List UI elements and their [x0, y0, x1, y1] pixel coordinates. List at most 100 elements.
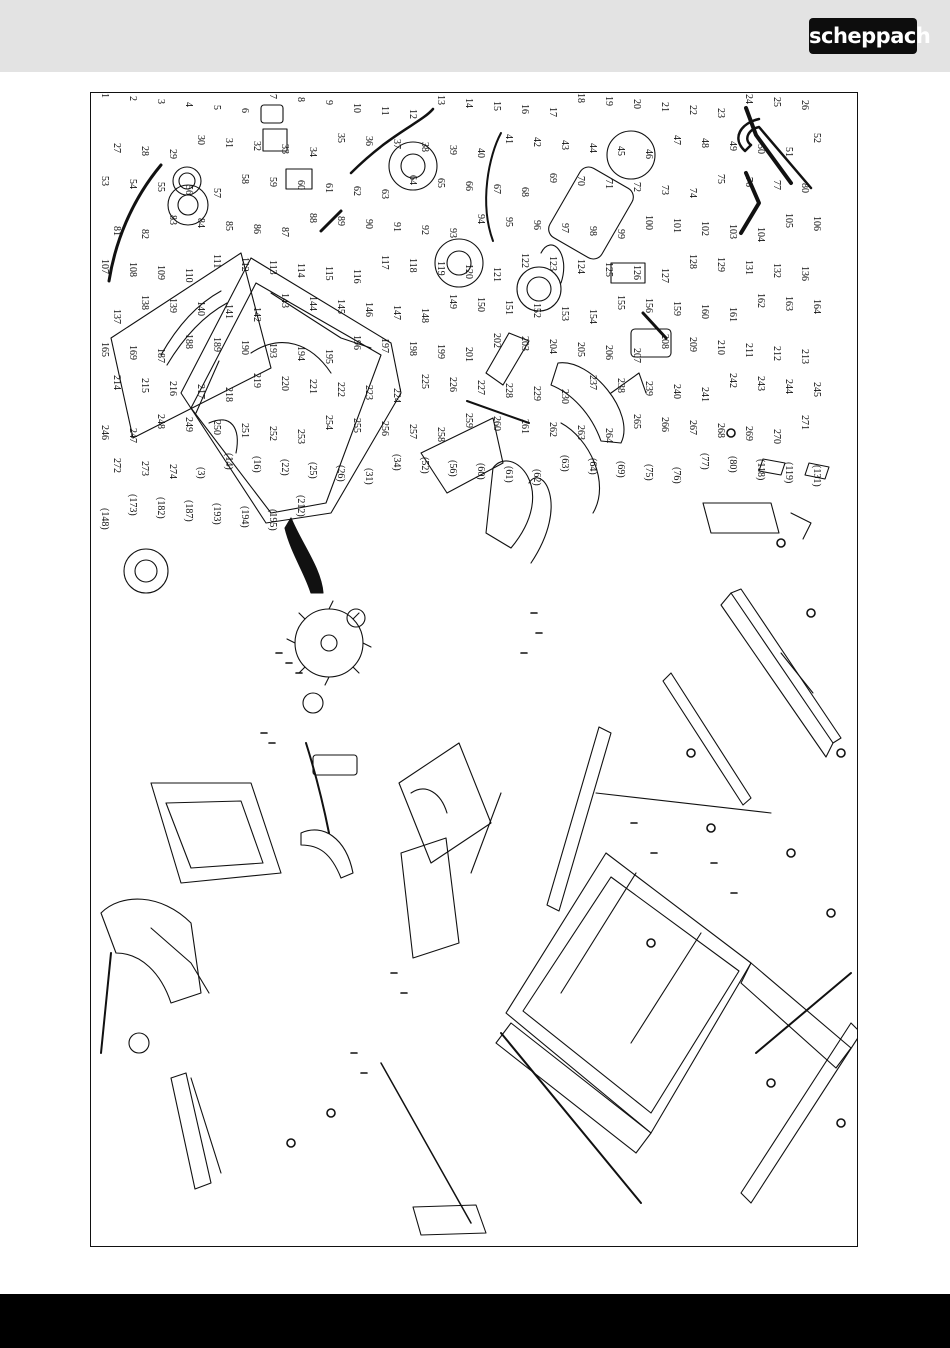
part-number-label: 207 — [631, 348, 642, 363]
part-number-label: 95 — [503, 217, 514, 227]
part-number-label: 266 — [659, 417, 670, 432]
part-number-label: 267 — [687, 420, 698, 435]
part-number-label: 217 — [195, 384, 206, 399]
part-number-label: 220 — [279, 376, 290, 391]
part-number-label: 65 — [435, 178, 446, 188]
saw-blade — [286, 600, 372, 714]
part-number-label: 63 — [379, 189, 390, 199]
part-number-label: 214 — [111, 375, 122, 390]
part-number-label: 153 — [559, 306, 570, 321]
part-number-label: (31) — [363, 468, 374, 485]
part-number-label: 11 — [379, 106, 390, 116]
part-number-label: 244 — [783, 379, 794, 394]
part-number-label: 88 — [307, 213, 318, 223]
part-number-label: 98 — [587, 226, 598, 236]
part-number-label: 216 — [167, 381, 178, 396]
part-number-label: 210 — [715, 340, 726, 355]
part-number-label: 195 — [323, 349, 334, 364]
part-number-label: 82 — [139, 229, 150, 239]
part-number-label: 108 — [127, 262, 138, 277]
part-number-label: 257 — [407, 424, 418, 439]
part-number-label: 106 — [811, 216, 822, 231]
part-number-label: (25) — [307, 462, 318, 479]
part-number-label: 53 — [99, 176, 110, 186]
part-number-label: 254 — [323, 415, 334, 430]
part-number-label: 94 — [475, 214, 486, 224]
part-number-label: 96 — [531, 220, 542, 230]
part-number-label: 161 — [727, 307, 738, 322]
part-number-label: 62 — [351, 186, 362, 196]
part-number-label: 87 — [279, 227, 290, 237]
part-number-label: 71 — [603, 179, 614, 189]
part-number-label: 141 — [223, 304, 234, 319]
part-number-label: 50 — [755, 144, 766, 154]
part-number-label: 3 — [155, 99, 166, 104]
part-number-label: 240 — [671, 384, 682, 399]
part-number-label: 131 — [743, 260, 754, 275]
part-number-label: 1 — [99, 93, 110, 98]
part-number-label: 261 — [519, 419, 530, 434]
part-number-label: 59 — [267, 177, 278, 187]
part-number-label: 58 — [239, 174, 250, 184]
part-number-label: (34) — [391, 454, 402, 471]
part-number-label: (195) — [267, 509, 278, 531]
part-number-label: 47 — [671, 135, 682, 145]
part-number-label: 265 — [631, 414, 642, 429]
part-number-label: 8 — [295, 97, 306, 102]
part-number-label: 189 — [211, 337, 222, 352]
part-number-label: 38 — [419, 142, 430, 152]
part-number-label: 26 — [799, 100, 810, 110]
part-number-label: 150 — [475, 297, 486, 312]
part-number-label: 198 — [407, 341, 418, 356]
part-number-label: 262 — [547, 422, 558, 437]
part-number-label: 89 — [335, 216, 346, 226]
part-number-label: 137 — [111, 309, 122, 324]
part-number-label: 272 — [111, 458, 122, 473]
part-number-label: 107 — [99, 259, 110, 274]
part-number-label: 258 — [435, 427, 446, 442]
part-number-label: 194 — [295, 346, 306, 361]
part-number-label: 238 — [615, 378, 626, 393]
part-number-label: 241 — [699, 387, 710, 402]
part-number-label: 271 — [799, 415, 810, 430]
part-number-label: 97 — [559, 223, 570, 233]
exploded-parts-drawing — [100, 104, 857, 1236]
part-number-label: 17 — [547, 107, 558, 117]
part-number-label: 104 — [755, 227, 766, 242]
part-number-label: 20 — [631, 99, 642, 109]
part-number-label: 115 — [323, 266, 334, 281]
part-number-label: 66 — [463, 181, 474, 191]
part-number-label: 143 — [279, 293, 290, 308]
part-number-label: 162 — [755, 293, 766, 308]
part-number-label: 253 — [295, 429, 306, 444]
part-number-label: 209 — [687, 337, 698, 352]
part-number-label: 29 — [167, 149, 178, 159]
part-number-label: 218 — [223, 387, 234, 402]
page-header: scheppach — [0, 0, 950, 72]
part-number-label: 138 — [139, 295, 150, 310]
part-number-label: 91 — [391, 222, 402, 232]
part-number-label: 31 — [223, 138, 234, 148]
part-number-label: 111 — [211, 254, 222, 269]
part-number-label: 27 — [111, 143, 122, 153]
part-number-label: 129 — [715, 257, 726, 272]
part-number-label: (194) — [239, 506, 250, 528]
part-number-label: 113 — [267, 260, 278, 275]
long-rails — [380, 972, 857, 1236]
part-number-label: (187) — [183, 500, 194, 522]
part-number-label: 149 — [447, 294, 458, 309]
guard-assembly — [550, 262, 672, 514]
part-number-label: 85 — [223, 221, 234, 231]
part-number-label: 132 — [771, 263, 782, 278]
part-number-label: 239 — [643, 381, 654, 396]
part-number-label: 140 — [195, 301, 206, 316]
part-number-label: 249 — [183, 417, 194, 432]
part-number-label: 44 — [587, 143, 598, 153]
handwheels — [123, 141, 484, 594]
part-number-label: 101 — [671, 218, 682, 233]
part-number-label: 187 — [155, 348, 166, 363]
page-footer — [0, 1294, 950, 1348]
rip-fence — [702, 458, 842, 758]
part-number-label: 93 — [447, 228, 458, 238]
